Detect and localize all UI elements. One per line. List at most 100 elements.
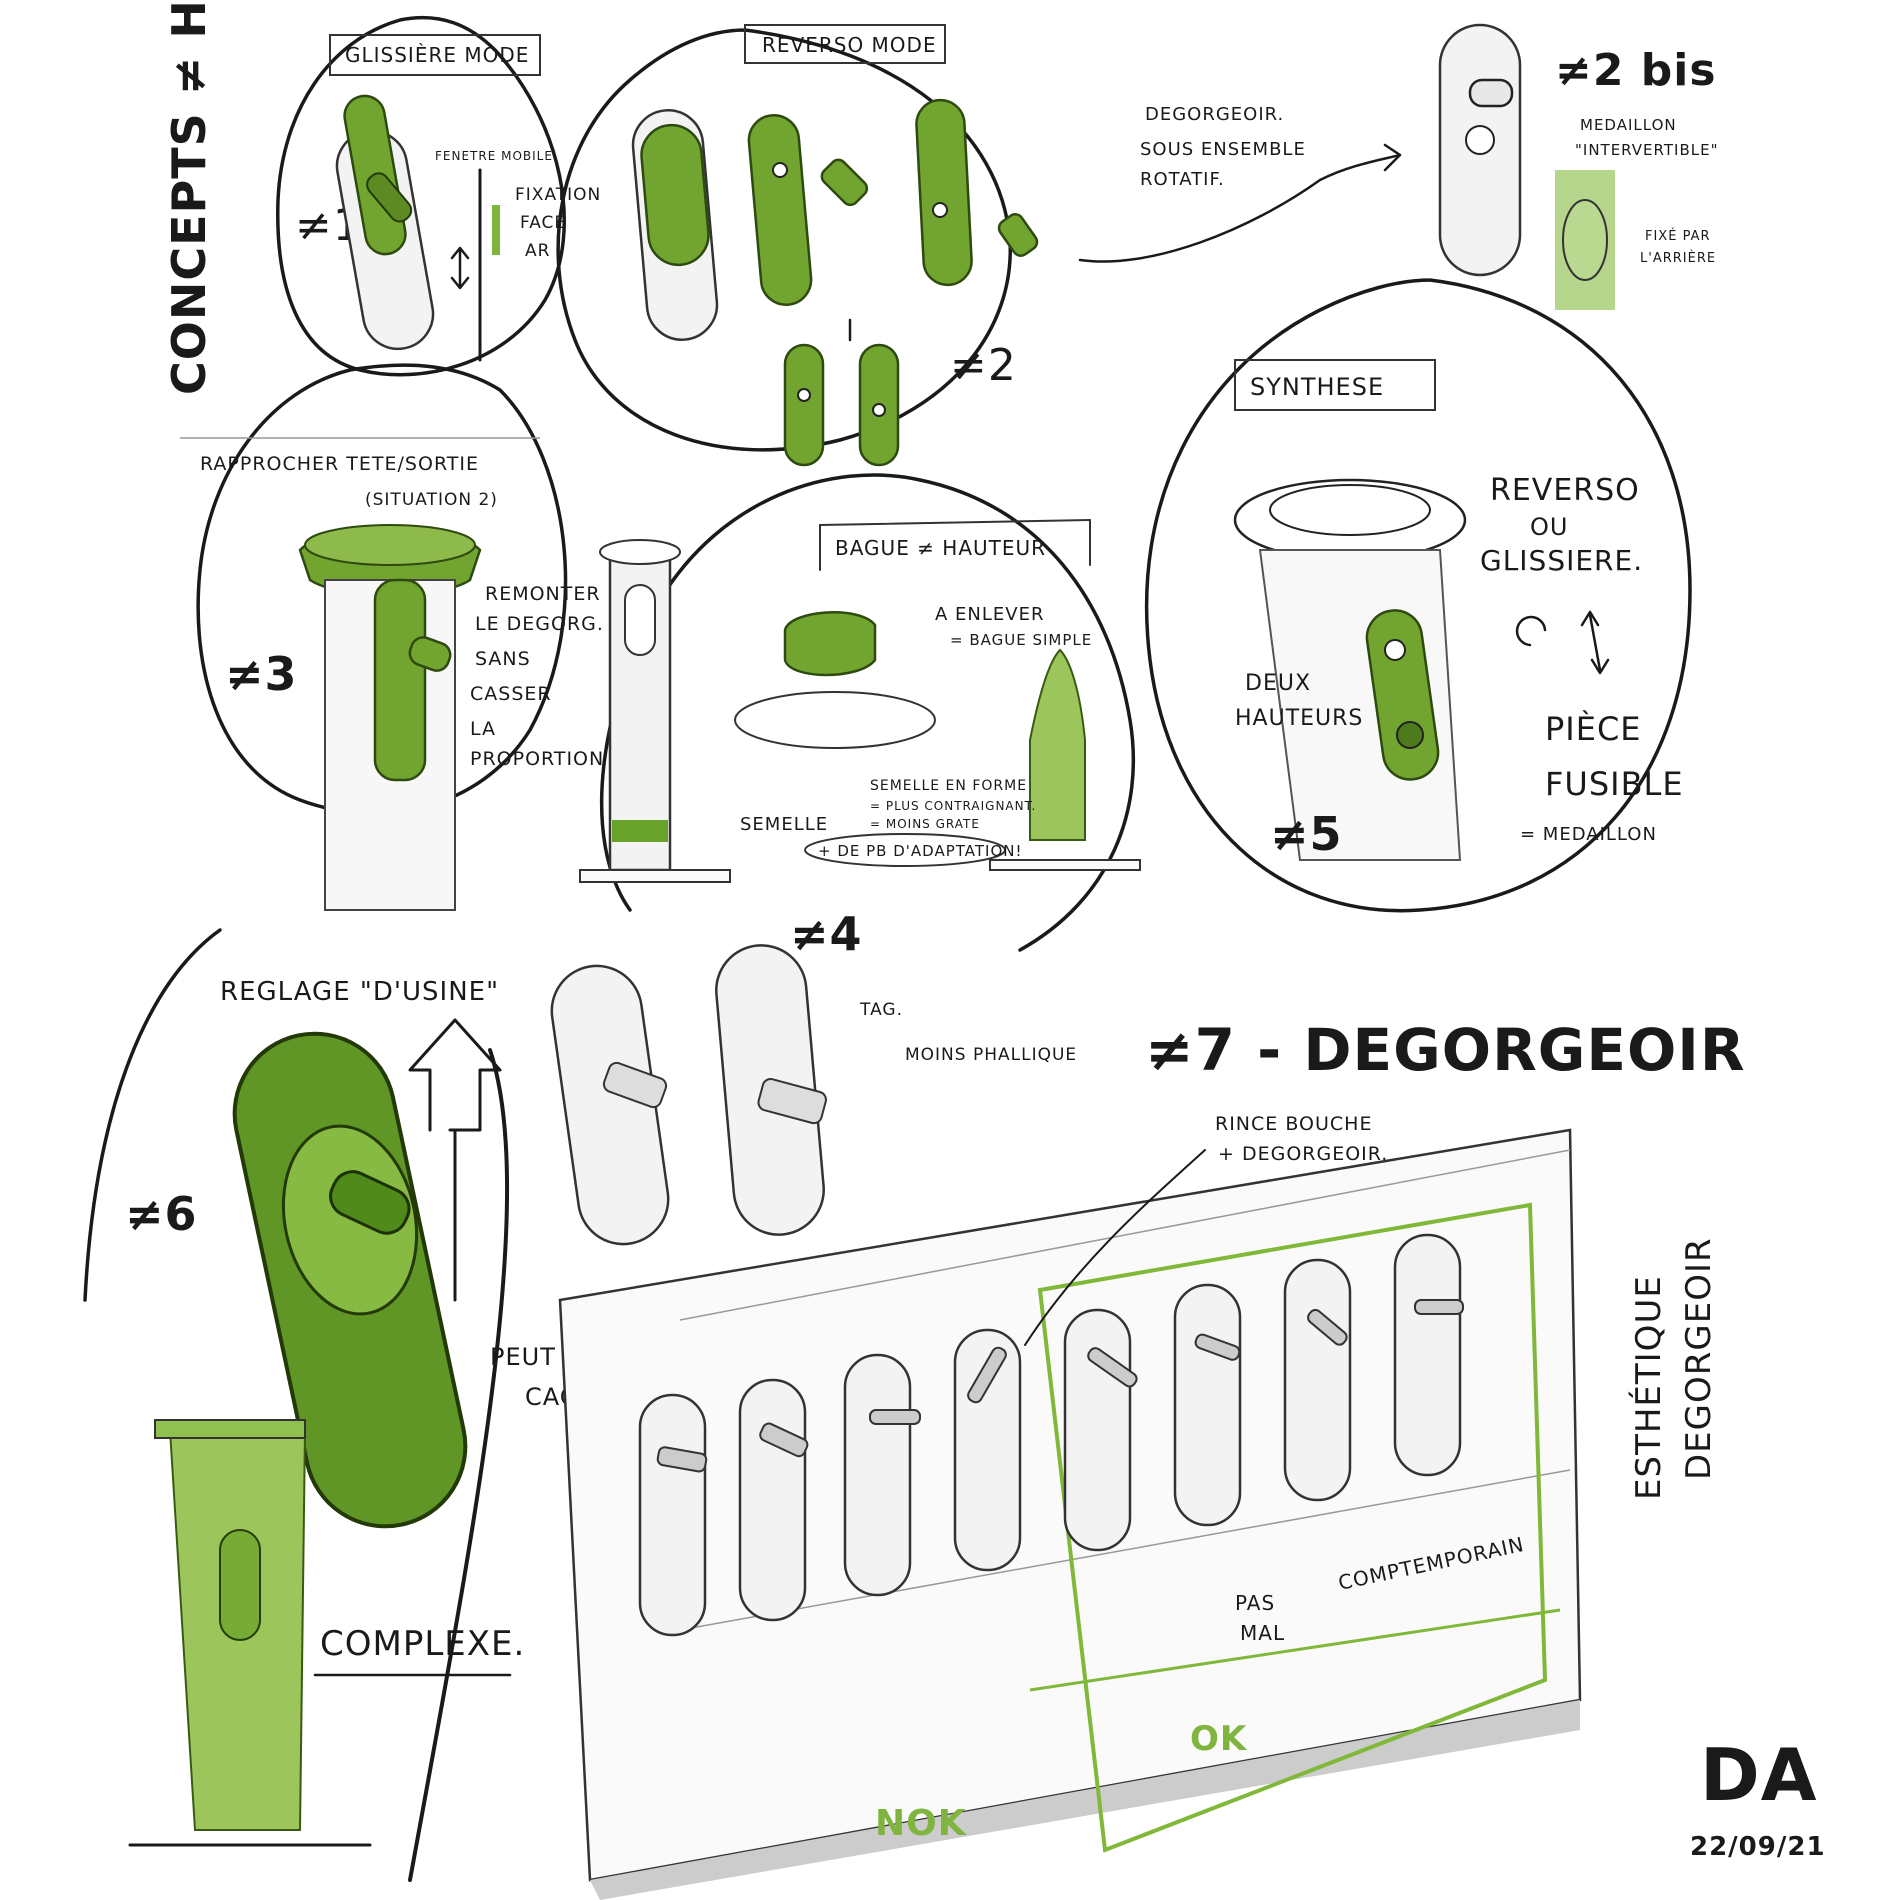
concept-2bis-spout	[1468, 78, 1514, 108]
up-down-arrow-icon	[450, 246, 470, 290]
concept-5-two-heights: DEUX HAUTEURS	[1235, 671, 1363, 731]
concept-2-spout-b	[997, 213, 1039, 257]
concept-5-tag: SYNTHESE	[1250, 373, 1384, 401]
concept-4-ring	[783, 611, 877, 677]
concept-2-label: ≠2	[950, 340, 1017, 391]
concept-2bis-label: ≠2 bis	[1555, 45, 1717, 96]
svg-text:"INTERVERTIBLE": "INTERVERTIBLE"	[1575, 141, 1718, 159]
svg-text:GLISSIERE.: GLISSIERE.	[1480, 544, 1643, 577]
concept-5-cap	[1233, 478, 1467, 562]
svg-text:DEGORGEOIR: DEGORGEOIR	[1679, 1237, 1719, 1480]
svg-text:OU: OU	[1530, 513, 1568, 541]
svg-text:L'ARRIÈRE: L'ARRIÈRE	[1640, 250, 1716, 266]
concept-6-reglage-usine: REGLAGE "D'USINE" ≠6 PEUT ETRE CACHÉ. CO…	[83, 928, 629, 1882]
concept-1-glissiere: GLISSIÈRE MODE ≠1 FENETRE MOBILE FIXATIO…	[276, 15, 600, 377]
concept-5-tag-box	[1234, 359, 1436, 411]
svg-text:CASSER: CASSER	[470, 683, 552, 705]
concept-7-dispenser-2	[738, 1378, 809, 1622]
svg-text:= BAGUE SIMPLE: = BAGUE SIMPLE	[950, 631, 1092, 649]
concept-4-label: ≠4	[790, 907, 863, 961]
concept-1-note-top: FENETRE MOBILE	[435, 149, 553, 163]
concept-2-green-c	[915, 98, 973, 287]
concept-2bis-back-note: FIXÉ PAR L'ARRIÈRE	[1640, 228, 1716, 266]
svg-text:HAUTEURS: HAUTEURS	[1235, 706, 1363, 731]
concept-5-medal	[1396, 721, 1424, 749]
svg-text:MEDAILLON: MEDAILLON	[1580, 116, 1677, 134]
concept-2-note: DEGORGEOIR. SOUS ENSEMBLE ROTATIF.	[1140, 104, 1306, 190]
concept-7-less-phallic: MOINS PHALLIQUE	[905, 1045, 1077, 1065]
page-title: CONCEPTS ≠ HAUTEURS.	[162, 0, 216, 395]
concept-5-medal-note: = MEDAILLON	[1520, 824, 1657, 845]
concept-4-remove-note: A ENLEVER = BAGUE SIMPLE	[935, 604, 1092, 649]
concept-6-complex: COMPLEXE.	[320, 1624, 525, 1664]
svg-text:LE DEGORG.: LE DEGORG.	[475, 613, 604, 635]
svg-text:DEUX: DEUX	[1245, 671, 1311, 696]
svg-text:PAS: PAS	[1235, 1591, 1275, 1615]
concept-7-dispenser-5	[1063, 1308, 1138, 1552]
concept-2-green-d	[783, 343, 825, 467]
concept-3-tag: RAPPROCHER TETE/SORTIE	[200, 453, 479, 475]
concept-7-degorgeoir: ≠7 - DEGORGEOIR TAG. MOINS PHALLIQUE OK …	[550, 944, 1745, 1900]
concept-7-dispenser-8	[1393, 1233, 1464, 1477]
concept-4-green-unit	[1029, 648, 1086, 841]
svg-text:AR: AR	[525, 241, 550, 261]
concept-3: RAPPROCHER TETE/SORTIE (SITUATION 2) ≠3 …	[180, 363, 604, 911]
concept-3-note: REMONTER LE DEGORG. SANS CASSER LA PROPO…	[470, 583, 604, 770]
concept-7-nok: NOK	[875, 1803, 967, 1844]
svg-text:RINCE BOUCHE: RINCE BOUCHE	[1215, 1113, 1372, 1135]
concept-3-label: ≠3	[225, 647, 298, 701]
svg-text:ROTATIF.: ROTATIF.	[1140, 169, 1225, 190]
svg-text:A ENLEVER: A ENLEVER	[935, 604, 1044, 625]
svg-text:PIÈCE: PIÈCE	[1545, 710, 1642, 748]
concept-2bis-medal	[1562, 199, 1608, 281]
concept-6-tag: REGLAGE "D'USINE"	[220, 977, 499, 1007]
concept-2-connector	[1078, 153, 1402, 263]
concept-4-tag: BAGUE ≠ HAUTEUR	[835, 536, 1046, 560]
concept-5-label: ≠5	[1270, 807, 1343, 861]
concept-4-semelle: SEMELLE	[740, 814, 828, 835]
concept-7-dispenser-3	[843, 1353, 921, 1597]
signature: DA 22/09/21	[1690, 1733, 1826, 1862]
signature-date: 22/09/21	[1690, 1832, 1826, 1862]
svg-text:LA: LA	[470, 718, 496, 740]
concept-7-ok-frame	[1037, 1202, 1548, 1853]
concept-2-green-a	[640, 123, 710, 267]
svg-text:+ DEGORGEOIR.: + DEGORGEOIR.	[1218, 1143, 1388, 1165]
concept-5-reverso: REVERSO OU GLISSIERE.	[1480, 473, 1643, 577]
svg-text:FACE: FACE	[520, 213, 566, 233]
rotate-icon	[1515, 615, 1547, 647]
concept-7-aesthetics: ESTHÉTIQUE DEGORGEOIR	[1628, 1237, 1719, 1500]
concept-2-green-b	[747, 114, 813, 306]
svg-text:FIXÉ PAR: FIXÉ PAR	[1645, 228, 1711, 244]
svg-text:SANS: SANS	[475, 648, 531, 670]
concept-2-tag-box	[744, 24, 946, 64]
concept-3-subtag: (SITUATION 2)	[365, 490, 498, 510]
signature-initials: DA	[1700, 1733, 1818, 1817]
svg-text:ESTHÉTIQUE: ESTHÉTIQUE	[1628, 1275, 1669, 1500]
svg-text:CONCEPTS ≠ HAUTEURS.: CONCEPTS ≠ HAUTEURS.	[162, 0, 216, 395]
concept-2bis: ≠2 bis MEDAILLON "INTERVERTIBLE" FIXÉ PA…	[1438, 23, 1718, 310]
concept-7-tag-note: TAG.	[859, 1000, 903, 1020]
concept-7-dispenser-4	[953, 1328, 1022, 1572]
svg-text:SOUS ENSEMBLE: SOUS ENSEMBLE	[1140, 139, 1306, 160]
concept-2-spout-a	[820, 158, 869, 207]
concept-7-dispenser-1	[638, 1393, 708, 1637]
concept-4-semelle-green	[612, 820, 668, 842]
concept-2-reverso: REVERSO MODE ≠2 DEGORGEOIR. SOUS ENSEMBL…	[556, 24, 1402, 467]
concept-1-note-side: FIXATION FACE AR	[515, 185, 600, 261]
concept-4: BAGUE ≠ HAUTEUR SEMELLE A ENLEVER = BAGU…	[579, 473, 1141, 961]
concept-6-spout	[329, 1170, 411, 1235]
concept-5-fuse-piece: PIÈCE FUSIBLE	[1545, 710, 1684, 803]
svg-text:FUSIBLE: FUSIBLE	[1545, 765, 1684, 803]
concept-7-ok: OK	[1190, 1719, 1248, 1759]
concept-4-semelle-note: SEMELLE EN FORME = PLUS CONTRAIGNANT. = …	[870, 778, 1035, 831]
concept-7-dispenser-7	[1283, 1258, 1352, 1502]
concept-3-green-body	[373, 578, 427, 782]
svg-text:= MOINS GRATE: = MOINS GRATE	[870, 817, 980, 831]
concept-1-tag: GLISSIÈRE MODE	[345, 43, 529, 67]
concept-6-label: ≠6	[125, 1187, 198, 1241]
concept-4-pb-note: + DE PB D'ADAPTATION!	[818, 842, 1023, 860]
concept-3-spout	[408, 636, 452, 672]
concept-1-spout	[366, 172, 413, 223]
